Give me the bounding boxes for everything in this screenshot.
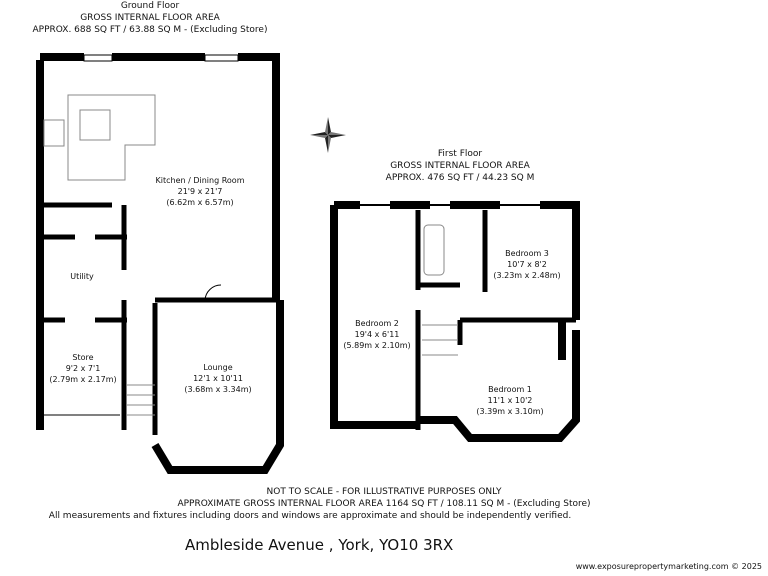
french-doors — [204, 54, 239, 62]
room-name: Bedroom 3 — [505, 249, 549, 258]
first-floor-plan — [330, 201, 580, 442]
window — [83, 54, 113, 62]
room-name: Store — [72, 353, 94, 362]
room-imperial: 9'2 x 7'1 — [65, 364, 101, 373]
ground-floor-subtitle: GROSS INTERNAL FLOOR AREA — [80, 13, 220, 23]
room-name: Kitchen / Dining Room — [155, 176, 245, 185]
room-imperial: 12'1 x 10'11 — [193, 374, 243, 383]
room-utility: Utility — [70, 271, 94, 282]
ground-floor-plan — [36, 53, 284, 474]
room-imperial: 19'4 x 6'11 — [354, 330, 400, 339]
address: Ambleside Avenue , York, YO10 3RX — [185, 536, 454, 554]
total-area: APPROXIMATE GROSS INTERNAL FLOOR AREA 11… — [177, 499, 591, 509]
room-bedroom-2: Bedroom 2 19'4 x 6'11 (5.89m x 2.10m) — [343, 318, 410, 351]
room-name: Utility — [70, 272, 94, 281]
room-store: Store 9'2 x 7'1 (2.79m x 2.17m) — [49, 352, 116, 385]
credit: www.exposurepropertymarketing.com © 2025 — [575, 562, 762, 571]
compass-icon — [310, 117, 346, 153]
disclaimer: NOT TO SCALE - FOR ILLUSTRATIVE PURPOSES… — [266, 487, 502, 497]
room-lounge: Lounge 12'1 x 10'11 (3.68m x 3.34m) — [184, 362, 251, 395]
room-name: Bedroom 2 — [355, 319, 399, 328]
room-name: Lounge — [203, 363, 233, 372]
room-metric: (3.23m x 2.48m) — [493, 271, 561, 280]
room-metric: (3.68m x 3.34m) — [184, 385, 252, 394]
first-floor-title: First Floor — [437, 149, 483, 159]
room-metric: (5.89m x 2.10m) — [343, 341, 411, 350]
ground-floor-area: APPROX. 688 SQ FT / 63.88 SQ M - (Exclud… — [32, 25, 268, 35]
room-imperial: 21'9 x 21'7 — [177, 187, 223, 196]
first-floor-area: APPROX. 476 SQ FT / 44.23 SQ M — [385, 173, 535, 183]
room-metric: (2.79m x 2.17m) — [49, 375, 117, 384]
verification-note: All measurements and fixtures including … — [48, 511, 572, 521]
room-bedroom-3: Bedroom 3 10'7 x 8'2 (3.23m x 2.48m) — [493, 248, 560, 281]
room-imperial: 11'1 x 10'2 — [487, 396, 533, 405]
first-floor-subtitle: GROSS INTERNAL FLOOR AREA — [390, 161, 530, 171]
room-imperial: 10'7 x 8'2 — [507, 260, 547, 269]
room-name: Bedroom 1 — [488, 385, 532, 394]
ground-floor-title: Ground Floor — [120, 1, 180, 11]
room-kitchen-dining: Kitchen / Dining Room 21'9 x 21'7 (6.62m… — [156, 175, 245, 208]
room-metric: (6.62m x 6.57m) — [166, 198, 234, 207]
room-bedroom-1: Bedroom 1 11'1 x 10'2 (3.39m x 3.10m) — [476, 384, 543, 417]
room-metric: (3.39m x 3.10m) — [476, 407, 544, 416]
